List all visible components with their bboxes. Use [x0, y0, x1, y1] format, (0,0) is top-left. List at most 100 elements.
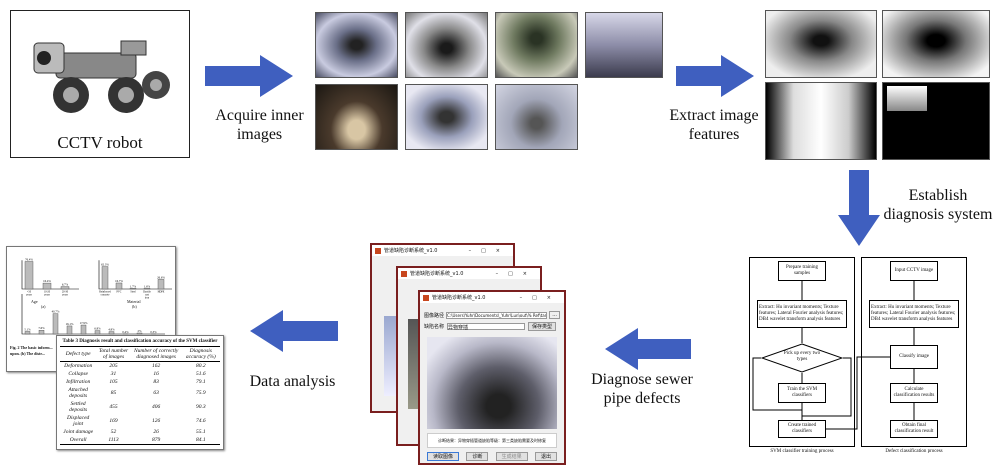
- pipe-image: [495, 84, 578, 150]
- pipe-image: [315, 84, 398, 150]
- chart-c-bar: [136, 332, 143, 335]
- flow-node: Classify image: [890, 345, 938, 369]
- pipe-image: [405, 12, 488, 78]
- name-label: 缺陷名称: [424, 324, 445, 330]
- flow-connectors: [752, 281, 915, 430]
- robot-label: CCTV robot: [57, 133, 143, 152]
- chart-c-bar: [94, 330, 101, 335]
- chart-c-data-label: 0.3%: [150, 330, 157, 334]
- table-cell: Infiltration: [66, 379, 91, 385]
- table-cell: Attached deposits: [68, 387, 88, 399]
- cctv-robot-panel: CCTV robot: [10, 10, 190, 158]
- flow-node: Input CCTV image: [890, 261, 938, 281]
- flow-caption: Defect classification process: [885, 449, 943, 454]
- table-cell: 85: [110, 390, 117, 396]
- table-cell: 1113: [108, 437, 119, 443]
- table-cell: 63: [153, 390, 159, 396]
- flow-node: Extract: Hu invariant moments; Texture f…: [869, 300, 959, 328]
- chart-c-data-label: 0.4%: [122, 330, 129, 334]
- table-header: Total number of images: [98, 348, 129, 360]
- read-image-button[interactable]: 读取图像: [427, 452, 460, 461]
- table-cell: 90.3: [195, 404, 206, 410]
- table-cell: 79.1: [195, 379, 206, 385]
- chart-c-bar: [24, 331, 31, 335]
- table-cell: 406: [152, 404, 161, 410]
- name-input[interactable]: 异物穿插: [447, 323, 526, 331]
- table-cell: 55.1: [195, 429, 206, 435]
- table-cell: Deformation: [64, 363, 93, 369]
- browse-button[interactable]: ...: [549, 311, 560, 319]
- flow-node: Calculate classification results: [890, 383, 938, 403]
- chart-b-xlabel: Material: [127, 299, 141, 304]
- figure-caption: Fig. 2 The basic inform... upon. (b) The…: [10, 345, 53, 356]
- chart-b-tick-label: PVC: [116, 291, 121, 294]
- chart-c-data-label: 40.7%: [52, 310, 60, 314]
- arrow-left-icon: [250, 310, 338, 352]
- table-title: Table 3 Diagnosis result and classificat…: [62, 339, 218, 344]
- table-cell: Settled deposits: [69, 401, 88, 413]
- chart-c-data-label: 7.6%: [38, 326, 45, 330]
- table-cell: 74.6: [195, 418, 206, 424]
- chart-c-axis: [21, 294, 165, 335]
- chart-a-bar: [42, 282, 52, 290]
- table-cell: Displaced joint: [67, 415, 90, 427]
- chart-c-data-label: 16.1%: [66, 322, 74, 326]
- chart-b-bar: [101, 266, 109, 290]
- chart-b-data-label: 62.3%: [101, 263, 109, 267]
- table-header: Diagnosis accuracy (%): [185, 348, 216, 360]
- chart-b-bar: [129, 288, 137, 290]
- flowchart: Prepare training samples Extract: Hu inv…: [735, 255, 975, 465]
- feature-image: [882, 82, 990, 160]
- path-label: 图像路径: [424, 312, 445, 319]
- chart-a-bar: [60, 286, 70, 290]
- arrow-left-icon: [605, 328, 691, 370]
- chart-b-bar: [157, 279, 165, 290]
- table-cell: 455: [109, 404, 118, 410]
- extract-label: Extract image features: [669, 107, 759, 143]
- chart-a-axis: [21, 260, 79, 290]
- table-cell: 205: [109, 363, 118, 369]
- diagnose-label: Diagnose sewer pipe defects: [591, 371, 693, 407]
- table-cell: 105: [109, 379, 118, 385]
- diagnose-button[interactable]: 诊断: [466, 452, 489, 461]
- pipe-image: [495, 12, 578, 78]
- chart-c-bar: [80, 324, 87, 335]
- table-cell: 16: [153, 371, 159, 377]
- chart-a-data-label: 6.7%: [62, 283, 69, 287]
- software-window-front: 管道缺陷诊断系统_v1.0–□× 图像路径 C:\Users\Yuhr\Docu…: [418, 290, 566, 465]
- table-cell: 84.1: [195, 437, 206, 443]
- table-cell: 26: [153, 429, 159, 435]
- flow-node: Obtain final classification result: [890, 420, 938, 438]
- chart-b-tick-label: Steel: [130, 291, 135, 294]
- result-text: 诊断结果：异物穿插管道缺陷等级：第三类缺陷需要及时修复: [427, 433, 557, 448]
- chart-c-data-label: 17.9%: [80, 321, 88, 325]
- path-input[interactable]: C:\Users\Yuhr\Documents\_Yuhr\Lun\out\% …: [446, 311, 548, 319]
- chart-c-bar: [52, 313, 59, 335]
- results-table: Table 3 Diagnosis result and classificat…: [56, 335, 224, 450]
- pipe-image: [405, 84, 488, 150]
- table-cell: 162: [152, 363, 161, 369]
- table-cell: 80.2: [195, 363, 206, 369]
- flow-node: Create trained classifiers: [778, 420, 826, 438]
- flow-node: Prepare training samples: [778, 261, 826, 281]
- exit-button[interactable]: 退出: [534, 452, 557, 461]
- window-title: 管道缺陷诊断系统_v1.0: [432, 295, 486, 301]
- pipe-image: [585, 12, 663, 78]
- flow-node: Pick up every two types: [783, 351, 821, 362]
- establish-label: Establish diagnosis system: [883, 187, 993, 223]
- chart-b-data-label: 1.7%: [130, 284, 137, 288]
- table-cell: 75.9: [195, 390, 206, 396]
- analysis-label: Data analysis: [249, 373, 336, 390]
- decision-diamond: [761, 343, 843, 373]
- save-type-button[interactable]: 保存类型: [528, 322, 557, 331]
- pipe-image: [315, 12, 398, 78]
- generate-result-button[interactable]: 生成结果: [495, 452, 528, 461]
- chart-b-data-label: 16.7%: [115, 279, 123, 283]
- table-cell: Collapse: [68, 371, 88, 377]
- table-cell: 126: [152, 418, 161, 424]
